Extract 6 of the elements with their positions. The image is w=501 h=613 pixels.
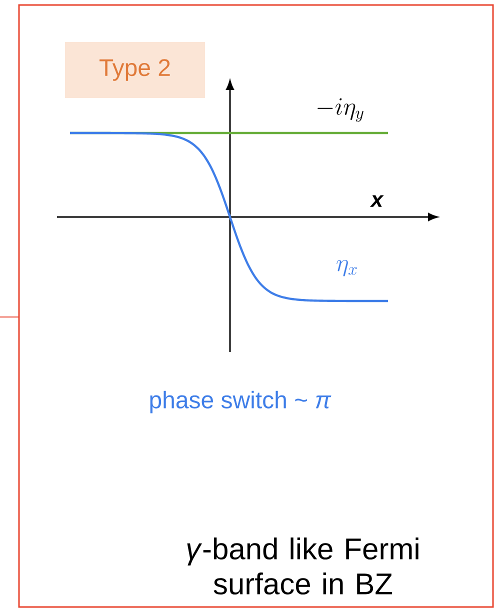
axis-label: x [370,195,384,207]
caption-text: phase switch ~ π [150,390,332,414]
label-box: Type 2 [65,42,205,98]
math-label: $\eta_x$ [336,260,357,276]
caption-text: γ-band like Fermi surface in BZ [187,538,418,595]
math-label: $-i\eta_y$ [318,98,364,122]
